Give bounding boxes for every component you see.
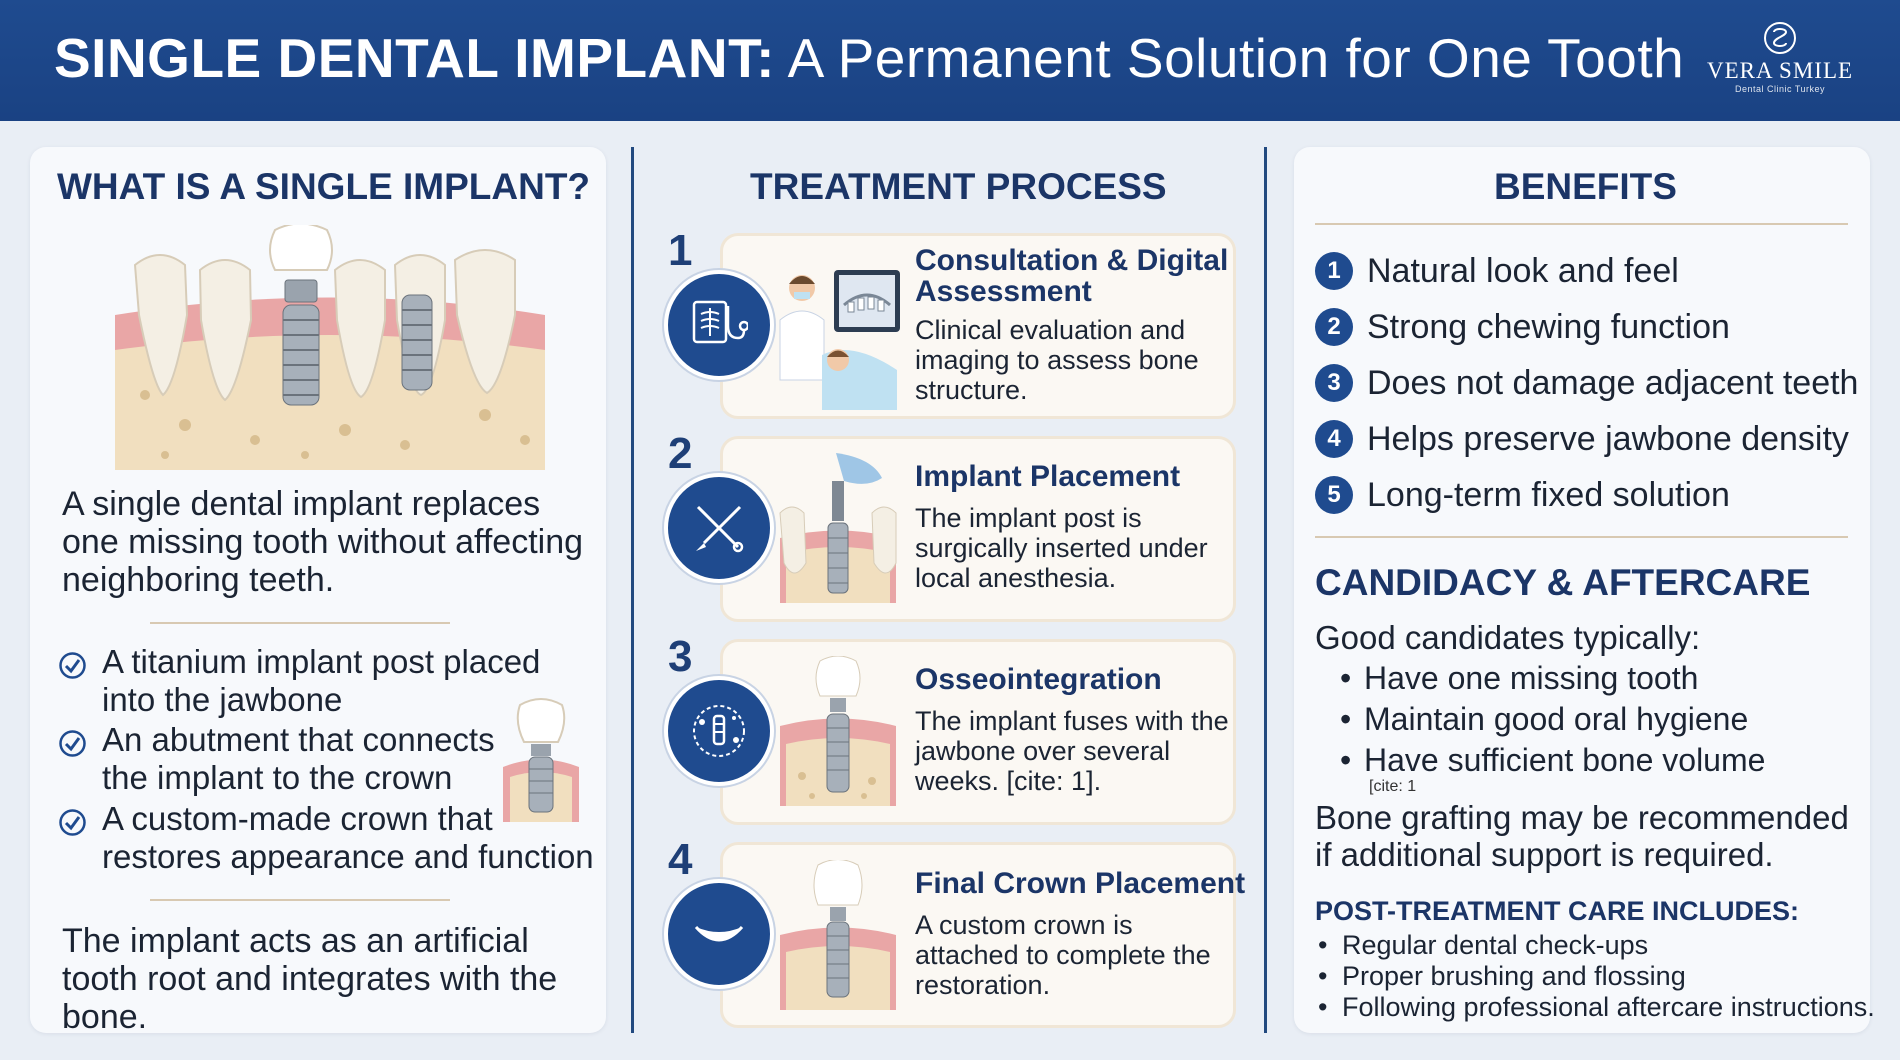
benefit-text: Does not damage adjacent teeth	[1367, 364, 1859, 402]
benefit-number-badge: 1	[1315, 252, 1353, 290]
check-circle-icon	[59, 809, 86, 836]
component-line: A titanium implant post placed	[102, 643, 541, 680]
step-number: 4	[668, 835, 693, 884]
step-number: 2	[668, 429, 693, 478]
page-title-subtitle: A Permanent Solution for One Tooth	[787, 27, 1685, 89]
step-icon-circle	[664, 473, 774, 583]
step-number: 1	[668, 226, 693, 275]
step-title-line: Assessment	[915, 275, 1092, 308]
component-line: the implant to the crown	[102, 759, 453, 796]
post-treatment-title: POST-TREATMENT CARE INCLUDES:	[1315, 896, 1799, 926]
right-panel	[1294, 147, 1870, 1033]
benefit-text: Natural look and feel	[1367, 252, 1679, 290]
step-title: Final Crown Placement	[915, 867, 1246, 900]
left-panel-title: WHAT IS A SINGLE IMPLANT?	[57, 166, 591, 207]
candidate-text: Have one missing tooth	[1364, 660, 1699, 696]
bone-integration-icon	[693, 705, 745, 757]
surgical-tools-icon	[696, 505, 744, 553]
left-divider-bottom	[150, 899, 450, 901]
dentist-xray-illustration	[779, 270, 900, 410]
component-line: A custom-made crown that	[102, 800, 493, 837]
benefit-text: Long-term fixed solution	[1367, 476, 1730, 514]
benefit-number-badge: 3	[1315, 364, 1353, 402]
step-title: Osseointegration	[915, 663, 1162, 696]
check-circle-icon	[59, 652, 86, 679]
step-description: A custom crown is attached to complete t…	[915, 910, 1211, 1000]
column-divider-right	[1264, 147, 1267, 1033]
step-title-line: Consultation & Digital	[915, 244, 1229, 277]
post-treatment-text: Regular dental check-ups	[1342, 930, 1649, 960]
benefits-divider-bottom	[1315, 536, 1848, 538]
logo-tooth-icon	[1764, 22, 1796, 54]
page-title-bold: SINGLE DENTAL IMPLANT:	[54, 27, 775, 89]
smile-icon	[694, 925, 744, 942]
step-description: Clinical evaluation and imaging to asses…	[915, 315, 1199, 405]
step-icon-circle	[664, 676, 774, 786]
teeth-implant-illustration	[115, 225, 545, 470]
step-number: 3	[668, 632, 693, 681]
implant-crown-illustration	[503, 698, 579, 822]
left-intro-text: A single dental implant replaces one mis…	[62, 485, 584, 599]
clinic-logo: VERA SMILE Dental Clinic Turkey	[1700, 20, 1860, 105]
step-description: The implant post is surgically inserted …	[915, 503, 1208, 593]
candidacy-title: CANDIDACY & AFTERCARE	[1315, 562, 1811, 603]
candidate-text: Have sufficient bone volume	[1364, 742, 1766, 778]
component-line: restores appearance and function	[102, 838, 594, 875]
benefit-number-badge: 5	[1315, 476, 1353, 514]
candidates-intro: Good candidates typically:	[1315, 619, 1701, 656]
step-description: The implant fuses with the jawbone over …	[915, 706, 1229, 796]
logo-subtitle: Dental Clinic Turkey	[1734, 84, 1826, 94]
step-icon-circle	[664, 270, 774, 380]
header-banner: SINGLE DENTAL IMPLANT: A Permanent Solut…	[0, 0, 1900, 121]
step-icon-circle	[664, 879, 774, 989]
xray-stethoscope-icon	[692, 300, 748, 344]
column-divider-left	[631, 147, 634, 1033]
candidate-text: Maintain good oral hygiene	[1364, 701, 1749, 737]
post-treatment-text: Following professional aftercare instruc…	[1342, 992, 1875, 1022]
osseointegration-illustration	[780, 656, 896, 806]
post-treatment-text: Proper brushing and flossing	[1342, 961, 1686, 991]
page-title: SINGLE DENTAL IMPLANT: A Permanent Solut…	[54, 26, 1684, 90]
benefits-divider-top	[1315, 223, 1848, 225]
benefit-text: Strong chewing function	[1367, 308, 1730, 346]
component-line: into the jawbone	[102, 681, 343, 718]
benefit-text: Helps preserve jawbone density	[1367, 420, 1849, 458]
check-circle-icon	[59, 730, 86, 757]
step-title: Implant Placement	[915, 460, 1181, 493]
component-line: An abutment that connects	[102, 721, 495, 758]
left-outro-text: The implant acts as an artificial tooth …	[62, 922, 558, 1036]
citation-note: [cite: 1	[1369, 778, 1417, 795]
grafting-line: if additional support is required.	[1315, 836, 1774, 873]
benefits-title: BENEFITS	[1494, 166, 1677, 207]
benefit-number-badge: 4	[1315, 420, 1353, 458]
crown-placement-illustration	[780, 860, 896, 1010]
step-title: Consultation & Digital Assessment	[915, 245, 1228, 307]
left-divider-top	[150, 622, 450, 624]
center-panel-title: TREATMENT PROCESS	[750, 166, 1167, 207]
implant-insertion-illustration	[779, 453, 897, 603]
grafting-line: Bone grafting may be recommended	[1315, 799, 1849, 836]
benefit-number-badge: 2	[1315, 308, 1353, 346]
logo-name: VERA SMILE	[1706, 58, 1854, 83]
